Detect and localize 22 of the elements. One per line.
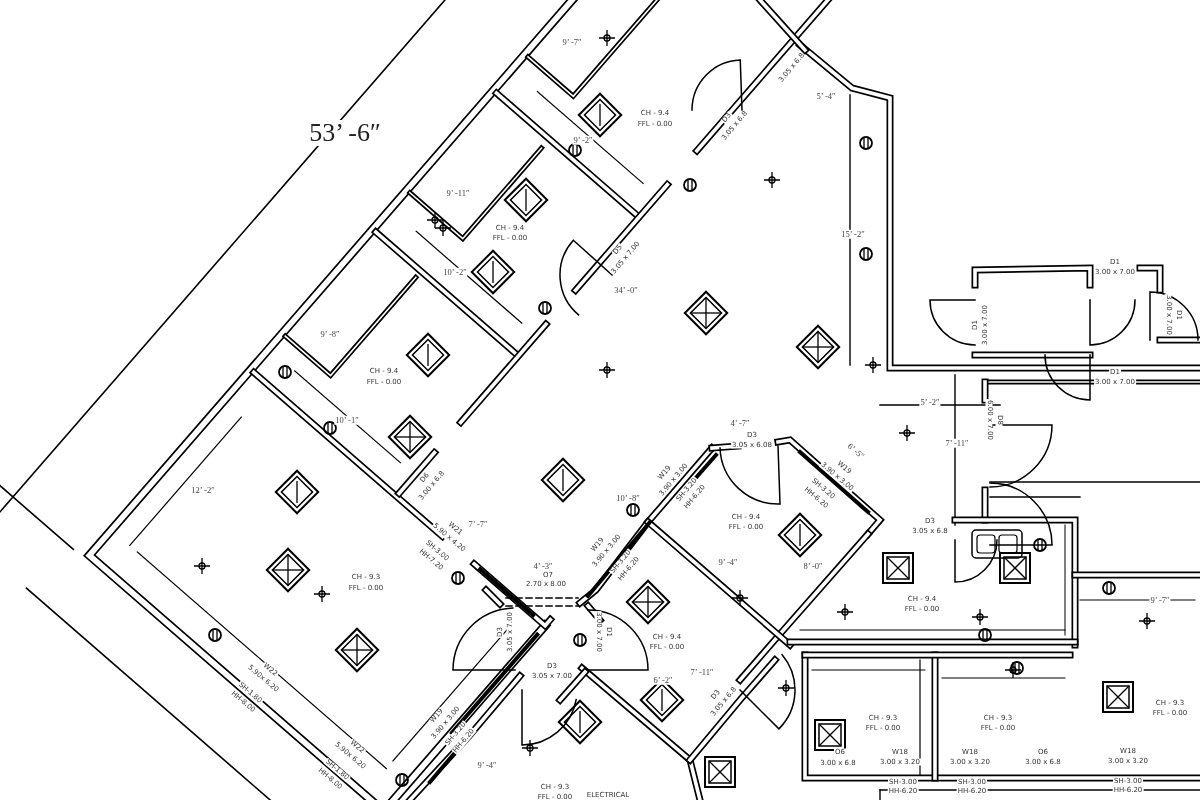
dimension-label: 4’ -7″	[729, 418, 751, 428]
dimension-label: 10’ -2″	[442, 267, 468, 277]
dimension-label: 6’ -2″	[652, 675, 674, 685]
dimension-label: 7’ -11″	[944, 438, 970, 448]
dimension-label: 5’ -4″	[815, 91, 837, 101]
dimension-label: 9’ -7″	[561, 37, 583, 47]
dimension-label: 34’ -0″	[613, 285, 639, 295]
dimension-label: 9’ -8″	[319, 329, 341, 339]
dimension-label: 7’ -11″	[689, 667, 715, 677]
dimension-label: 10’ -1″	[334, 415, 360, 425]
dimension-label: 12’ -2″	[190, 485, 216, 495]
dimension-label: 15’ -2″	[840, 229, 866, 239]
dimension-label: 9’ -7″	[1149, 595, 1171, 605]
dimension-label: 9’ -2″	[572, 135, 594, 145]
dimension-label: 7’ -7″	[467, 519, 489, 529]
dimension-label: 10’ -8″	[615, 493, 641, 503]
dimension-label: 5’ -2″	[919, 397, 941, 407]
dimension-label: 9’ -11″	[445, 188, 471, 198]
dimension-label: 8’ -0″	[802, 561, 824, 571]
dimension-label: 9’ -4″	[476, 760, 498, 770]
dimension-label: 4’ -3″	[532, 561, 554, 571]
dimension-label: 9’ -4″	[717, 557, 739, 567]
